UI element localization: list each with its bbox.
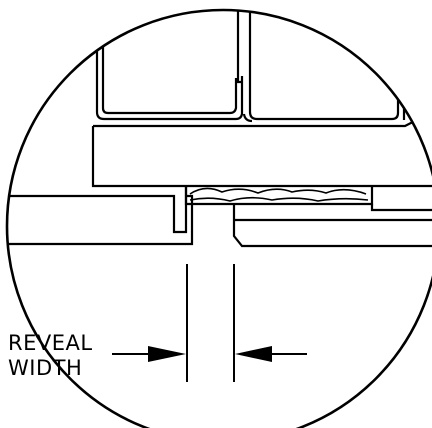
right-ceiling-panel-edge bbox=[232, 204, 432, 248]
transom-bar bbox=[91, 126, 432, 188]
left-ceiling-panel-inner bbox=[7, 194, 194, 246]
left-pane-edge bbox=[236, 10, 242, 84]
left-glass-pane-inner bbox=[101, 10, 238, 115]
right-ceiling-panel bbox=[370, 204, 432, 212]
dimension-arrow-left bbox=[148, 346, 186, 362]
right-glass-pane bbox=[248, 10, 400, 121]
transom-bar-top bbox=[93, 107, 432, 128]
gasket-texture bbox=[189, 187, 367, 195]
gasket-texture-lower bbox=[189, 196, 369, 202]
right-glass-pane-inner bbox=[242, 113, 253, 123]
left-ceiling-panel bbox=[7, 186, 188, 234]
gasket bbox=[184, 186, 374, 206]
left-glass-pane bbox=[95, 10, 244, 121]
detail-circle bbox=[5, 8, 432, 428]
callout-label-line-1: REVEAL bbox=[8, 331, 93, 355]
callout-label-line-2: WIDTH bbox=[8, 356, 83, 380]
dimension-arrow-right bbox=[235, 346, 272, 362]
